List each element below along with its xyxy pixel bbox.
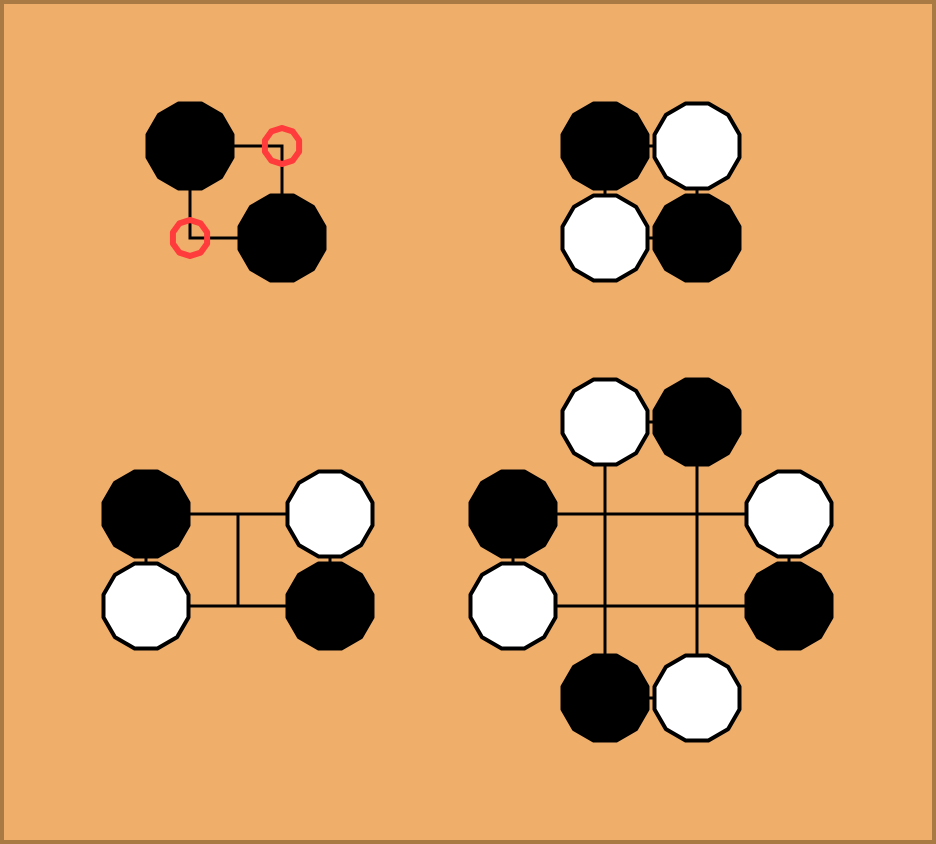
black-stone [652,377,742,467]
diagram-cross-cut-square [560,101,742,283]
circle-marker [169,217,211,259]
black-stone [560,653,650,743]
black-stone [652,193,742,283]
white-stone [285,469,375,559]
diagram-two-cut-pairs [101,469,375,651]
black-stone [468,469,558,559]
black-stone [744,561,834,651]
white-stone [744,469,834,559]
white-stone [652,101,742,191]
diagram-diagonal-black-stones [145,101,327,283]
circle-marker [261,125,303,167]
white-stone [101,561,191,651]
black-stone [101,469,191,559]
black-stone [145,101,235,191]
black-stone [237,193,327,283]
white-stone [652,653,742,743]
diagram-four-cut-pairs [468,377,834,743]
black-stone [285,561,375,651]
white-stone [468,561,558,651]
black-stone [560,101,650,191]
white-stone [560,193,650,283]
white-stone [560,377,650,467]
